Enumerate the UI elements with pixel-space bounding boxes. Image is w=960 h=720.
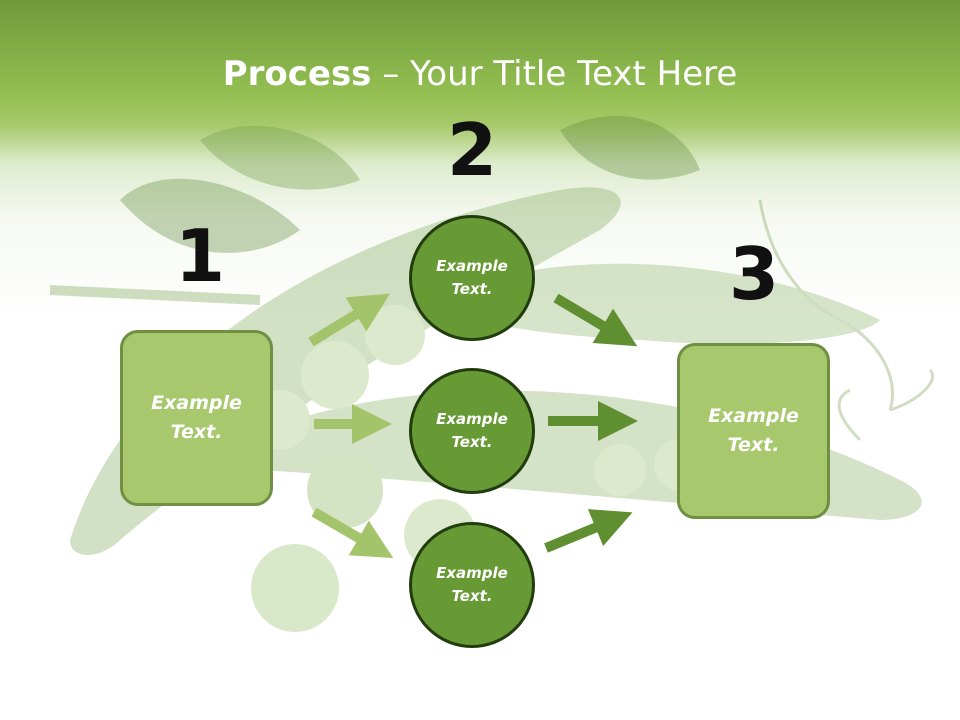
step-2-circle-bottom-text: Example Text.: [436, 564, 508, 605]
step-1-box: Example Text.: [120, 330, 273, 506]
step-2-circle-middle: Example Text.: [409, 368, 535, 494]
step-2-circle-middle-text: Example Text.: [436, 410, 508, 451]
step-2-circle-bottom: Example Text.: [409, 522, 535, 648]
arrow-1-to-bottom: [311, 507, 394, 559]
arrow-top-to-3: [553, 293, 638, 347]
step-3-box-text: Example Text.: [708, 405, 799, 456]
step-1-box-text: Example Text.: [151, 392, 242, 443]
step-2-circle-top-text: Example Text.: [436, 257, 508, 298]
arrow-1-to-top: [308, 293, 391, 347]
step-2-number: 2: [446, 108, 498, 192]
arrow-bottom-to-3: [544, 509, 633, 553]
step-3-box: Example Text.: [677, 343, 830, 519]
step-2-circle-top: Example Text.: [409, 215, 535, 341]
title-rest-part: – Your Title Text Here: [371, 54, 738, 94]
title-bold-part: Process: [222, 54, 372, 94]
slide-title: Process – Your Title Text Here: [0, 52, 960, 96]
step-1-number: 1: [174, 214, 226, 298]
step-3-number: 3: [728, 232, 780, 316]
